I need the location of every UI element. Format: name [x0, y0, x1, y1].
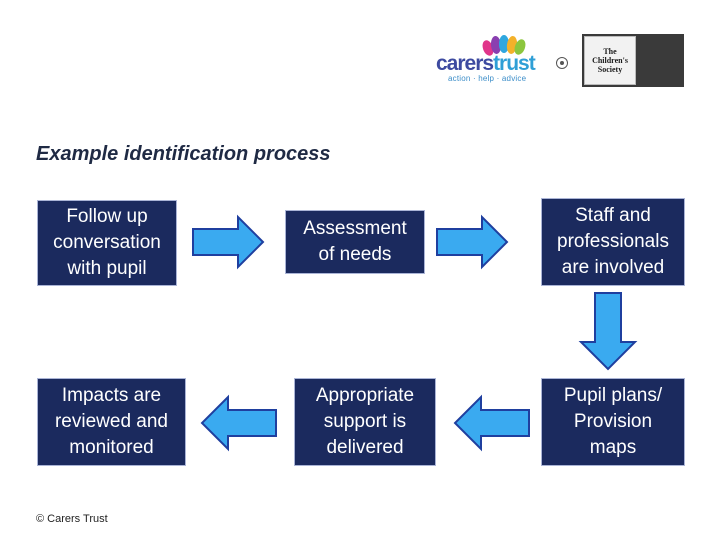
step-line: support is	[323, 411, 407, 432]
step-line: conversation	[53, 232, 161, 253]
brand-word-carers: carers	[436, 52, 494, 75]
step-impacts-text: Impacts are reviewed and monitored	[55, 383, 168, 461]
step-staff-text: Staff and professionals are involved	[557, 203, 669, 281]
arrow-down-icon	[578, 292, 638, 371]
copyright-text: © Carers Trust	[36, 513, 108, 525]
step-line: Pupil plans/	[563, 385, 663, 406]
arrow-right-icon	[436, 214, 509, 270]
step-line: maps	[589, 437, 637, 458]
partner-line-3: Society	[597, 65, 623, 74]
partner-line-2: Children's	[592, 56, 628, 65]
step-line: of needs	[318, 244, 392, 265]
step-support: Appropriate support is delivered	[294, 378, 436, 466]
step-line: professionals	[557, 231, 669, 252]
page-title: Example identification process	[36, 143, 331, 165]
step-line: Appropriate	[315, 385, 415, 406]
step-line: are involved	[561, 257, 665, 278]
step-pupil-plans: Pupil plans/ Provision maps	[541, 378, 685, 466]
step-line: Provision	[573, 411, 653, 432]
childrens-society-badge: The Children's Society	[584, 36, 636, 85]
flower-icon	[482, 35, 526, 56]
step-line: reviewed and	[54, 411, 169, 432]
step-line: Assessment	[303, 218, 407, 239]
step-line: delivered	[326, 437, 404, 458]
step-staff: Staff and professionals are involved	[541, 198, 685, 286]
step-follow-up: Follow up conversation with pupil	[37, 200, 177, 286]
carers-tagline: action · help · advice	[448, 74, 527, 83]
arrow-left-icon	[453, 394, 530, 452]
seal-icon	[556, 57, 568, 69]
step-line: Follow up	[66, 206, 148, 227]
step-assessment-text: Assessment of needs	[303, 216, 406, 268]
step-support-text: Appropriate support is delivered	[316, 383, 414, 461]
step-line: Staff and	[575, 205, 651, 226]
carers-trust-wordmark: carerstrust	[436, 52, 536, 76]
childrens-society-logo: The Children's Society	[582, 34, 684, 87]
arrow-left-icon	[200, 394, 277, 452]
step-follow-up-text: Follow up conversation with pupil	[53, 204, 161, 282]
arrow-right-icon	[192, 214, 265, 270]
carers-trust-logo: carerstrust action · help · advice	[434, 32, 574, 88]
step-line: Impacts are	[61, 385, 162, 406]
step-pupil-plans-text: Pupil plans/ Provision maps	[564, 383, 662, 461]
brand-word-trust: trust	[493, 52, 536, 75]
step-line: with pupil	[67, 258, 147, 279]
step-assessment: Assessment of needs	[285, 210, 425, 274]
step-line: monitored	[69, 437, 154, 458]
partner-line-1: The	[603, 47, 617, 56]
step-impacts: Impacts are reviewed and monitored	[37, 378, 186, 466]
